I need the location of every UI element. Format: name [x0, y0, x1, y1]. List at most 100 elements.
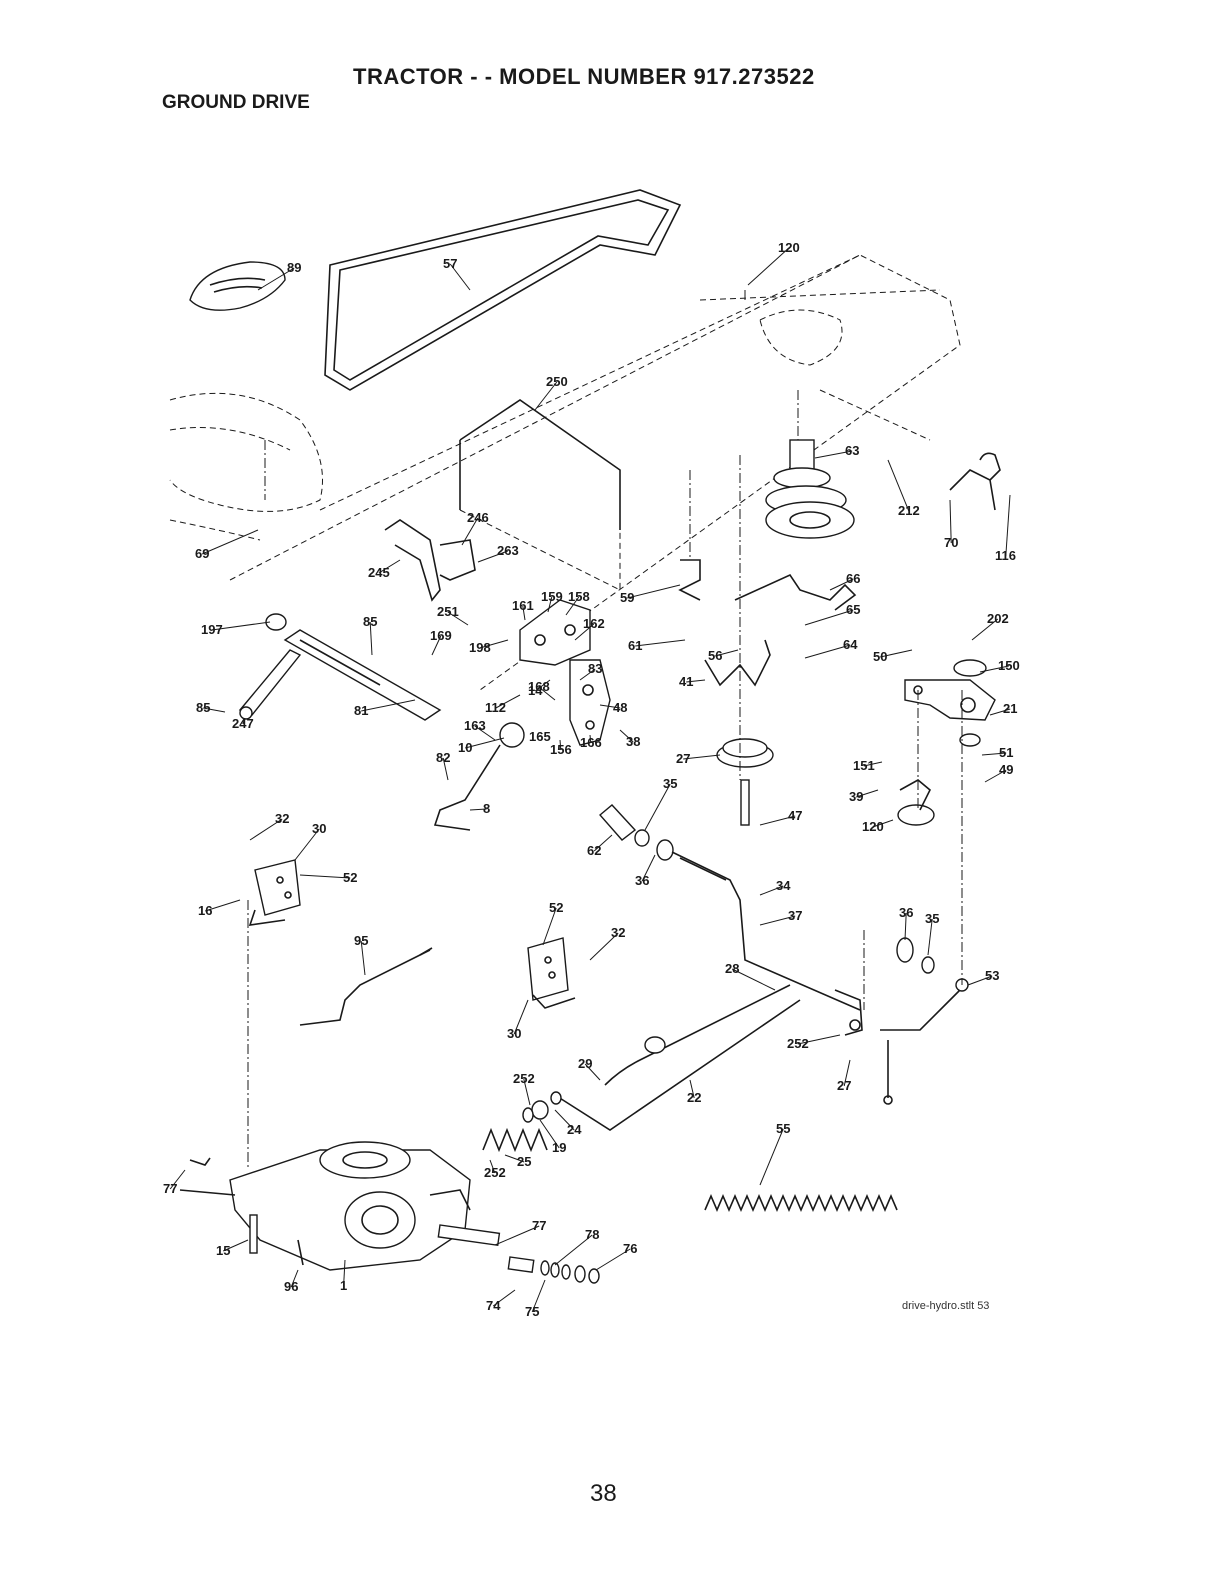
belt-guide-spring — [704, 639, 771, 687]
callout-leader — [887, 459, 910, 512]
part-callout-156: 156 — [550, 742, 572, 757]
callout-leader — [856, 789, 879, 798]
callout-leader — [257, 267, 295, 291]
part-callout-247: 247 — [232, 716, 254, 731]
callout-leader — [360, 940, 366, 976]
part-callout-246: 246 — [467, 510, 489, 525]
part-callout-198: 198 — [469, 640, 491, 655]
callout-leader — [211, 621, 271, 631]
callout-leader — [829, 578, 854, 591]
callout-leader — [863, 761, 883, 767]
callout-leader — [554, 1234, 593, 1266]
frame-bracket — [459, 399, 621, 530]
callout-leader — [431, 635, 442, 656]
callout-leader — [689, 1079, 695, 1099]
callout-leader — [584, 1063, 601, 1081]
part-callout-163: 163 — [464, 718, 486, 733]
washer — [896, 937, 914, 963]
nut — [550, 1091, 562, 1105]
part-callout-53: 53 — [985, 968, 999, 983]
callout-leader — [635, 639, 686, 647]
part-callout-36: 36 — [899, 905, 913, 920]
part-callout-85: 85 — [196, 700, 210, 715]
callout-leader — [465, 737, 505, 749]
callout-leader — [579, 668, 596, 681]
callout-leader — [378, 559, 401, 574]
part-callout-263: 263 — [497, 543, 519, 558]
callout-leader — [202, 529, 259, 555]
part-callout-27: 27 — [837, 1078, 851, 1093]
axle-hardware — [507, 1256, 600, 1284]
callout-leader — [747, 247, 790, 286]
callout-leader — [523, 1078, 531, 1106]
part-callout-59: 59 — [620, 590, 634, 605]
callout-leader — [967, 975, 993, 986]
brake-pedal-pad — [189, 261, 286, 311]
callout-leader — [589, 734, 592, 744]
part-callout-70: 70 — [944, 535, 958, 550]
part-callout-22: 22 — [687, 1090, 701, 1105]
washer — [522, 1107, 534, 1123]
callout-leader — [872, 819, 894, 828]
callout-leader — [759, 915, 796, 926]
part-callout-19: 19 — [552, 1140, 566, 1155]
shift-link-rod — [880, 978, 969, 1031]
cross-shaft — [671, 851, 861, 1011]
rh-rod-bracket — [527, 937, 576, 1009]
callout-leader — [495, 694, 521, 709]
part-callout-25: 25 — [517, 1154, 531, 1169]
part-callout-52: 52 — [343, 870, 357, 885]
part-callout-32: 32 — [275, 811, 289, 826]
bushing — [265, 613, 287, 631]
callout-leader — [804, 609, 854, 626]
callout-leader — [904, 912, 907, 941]
washer — [921, 956, 935, 974]
callout-leader — [290, 1269, 299, 1288]
callout-leader — [989, 708, 1011, 716]
part-callout-51: 51 — [999, 745, 1013, 760]
part-callout-169: 169 — [430, 628, 452, 643]
callout-leader — [949, 499, 952, 544]
part-callout-37: 37 — [788, 908, 802, 923]
part-callout-76: 76 — [623, 1241, 637, 1256]
part-callout-245: 245 — [368, 565, 390, 580]
callout-leader — [979, 665, 1009, 673]
callout-leader — [814, 450, 853, 459]
mounting-bracket — [439, 539, 476, 581]
part-callout-120: 120 — [778, 240, 800, 255]
callout-leader — [843, 1059, 851, 1087]
callout-leader — [477, 550, 508, 563]
callout-leader — [489, 1159, 496, 1174]
callout-leader — [804, 644, 851, 659]
part-callout-28: 28 — [725, 961, 739, 976]
shift-rod — [949, 452, 1001, 511]
part-callout-252: 252 — [484, 1165, 506, 1180]
callout-leader — [627, 584, 681, 599]
callout-leader — [449, 263, 471, 291]
callout-leader — [169, 1169, 186, 1190]
part-callout-77: 77 — [532, 1218, 546, 1233]
part-callout-10: 10 — [458, 740, 472, 755]
part-callout-16: 16 — [198, 903, 212, 918]
part-callout-29: 29 — [578, 1056, 592, 1071]
part-callout-112: 112 — [485, 700, 506, 715]
part-callout-21: 21 — [1003, 701, 1017, 716]
callout-leader — [249, 818, 283, 841]
callout-leader — [369, 621, 373, 656]
part-callout-74: 74 — [486, 1298, 501, 1313]
section-title: GROUND DRIVE — [162, 92, 310, 113]
speed-control-rod — [604, 984, 791, 1086]
callout-leader — [542, 907, 557, 946]
part-callout-96: 96 — [284, 1279, 298, 1294]
callout-leader — [538, 686, 556, 701]
part-callout-50: 50 — [873, 649, 887, 664]
part-callout-36: 36 — [635, 873, 649, 888]
callout-leader — [294, 828, 320, 861]
part-callout-89: 89 — [287, 260, 301, 275]
callout-leader — [927, 918, 933, 956]
part-callout-61: 61 — [628, 638, 642, 653]
brake-rod — [554, 999, 801, 1131]
callout-leader — [469, 808, 487, 811]
callout-leader — [447, 611, 469, 626]
